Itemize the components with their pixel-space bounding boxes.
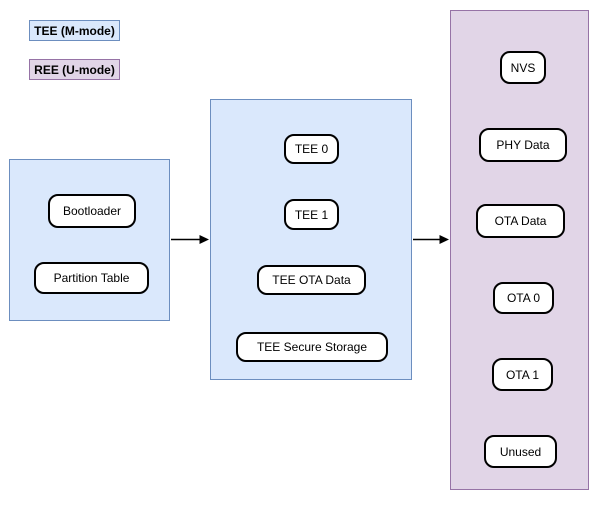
group-ree-region: NVS PHY Data OTA Data OTA 0 OTA 1 Unused (450, 10, 589, 490)
node-bootloader-label: Bootloader (62, 204, 122, 218)
node-partition-table-label: Partition Table (53, 271, 130, 285)
legend-tee-m-mode: TEE (M-mode) (29, 20, 120, 41)
legend-ree-label: REE (U-mode) (34, 62, 115, 77)
legend-ree-u-mode: REE (U-mode) (29, 59, 120, 80)
node-unused: Unused (484, 435, 557, 468)
node-tee-secure-storage-label: TEE Secure Storage (256, 340, 368, 354)
group-tee-region: TEE 0 TEE 1 TEE OTA Data TEE Secure Stor… (210, 99, 412, 380)
node-tee-1: TEE 1 (284, 199, 339, 230)
node-phy-data-label: PHY Data (496, 138, 550, 152)
node-ota-0: OTA 0 (493, 282, 554, 314)
node-tee-1-label: TEE 1 (294, 207, 329, 222)
node-ota-1-label: OTA 1 (505, 367, 540, 382)
node-tee-0-label: TEE 0 (294, 142, 329, 156)
node-ota-data-label: OTA Data (494, 214, 547, 228)
group-boot-region: Bootloader Partition Table (9, 159, 170, 321)
arrow-boot-to-tee (171, 235, 209, 244)
legend-tee-label: TEE (M-mode) (34, 23, 115, 38)
node-unused-label: Unused (499, 444, 542, 459)
node-tee-secure-storage: TEE Secure Storage (236, 332, 388, 362)
arrow-tee-to-ree-head (439, 235, 449, 244)
arrow-boot-to-tee-head (199, 235, 209, 244)
node-ota-1: OTA 1 (492, 358, 553, 391)
node-tee-0: TEE 0 (284, 134, 339, 164)
arrow-tee-to-ree (413, 235, 449, 244)
node-partition-table: Partition Table (34, 262, 149, 294)
node-ota-data: OTA Data (476, 204, 565, 238)
node-bootloader: Bootloader (48, 194, 136, 228)
node-nvs: NVS (500, 51, 546, 84)
node-tee-ota-data-label: TEE OTA Data (272, 273, 351, 287)
node-phy-data: PHY Data (479, 128, 567, 162)
node-tee-ota-data: TEE OTA Data (257, 265, 366, 295)
node-ota-0-label: OTA 0 (506, 291, 541, 305)
node-nvs-label: NVS (510, 60, 536, 75)
